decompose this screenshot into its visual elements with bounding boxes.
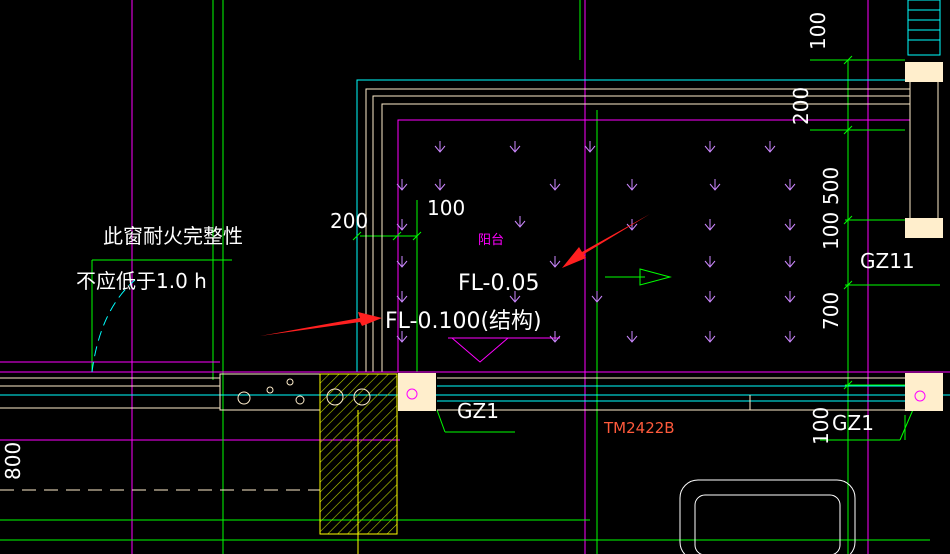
dim-800-left: 800 — [1, 442, 25, 480]
dim-500-right: 500 — [819, 167, 843, 205]
dim-100-top: 100 — [427, 196, 465, 220]
window-swing-arc — [91, 279, 136, 373]
dim-100-right-bottom: 100 — [809, 407, 833, 445]
column-tag-gz11: GZ11 — [860, 249, 915, 273]
dim-700-right: 700 — [819, 292, 843, 330]
gz1-column-right — [905, 373, 943, 411]
gz1-column-left — [398, 373, 436, 411]
dim-100-right-top: 100 — [806, 12, 830, 50]
dim-200-left: 200 — [330, 209, 368, 233]
floor-drain-icons — [396, 141, 796, 343]
column-tag-gz1-left: GZ1 — [457, 399, 499, 423]
column-top-right — [905, 0, 943, 238]
masonry-wall — [219, 373, 321, 411]
fire-note-line1: 此窗耐火完整性 — [103, 224, 243, 248]
fire-note-line2: 不应低于1.0 h — [76, 269, 207, 293]
concrete-column-hatch — [319, 373, 398, 554]
dim-200-right: 200 — [789, 87, 813, 125]
dimension-ticks — [352, 55, 853, 390]
pointer-arrow-to-fl-struct — [260, 312, 382, 336]
dim-100-right-mid: 100 — [819, 212, 843, 250]
arrow-right-icon — [605, 268, 672, 286]
pointer-arrow-to-fl-finish — [562, 214, 650, 268]
room-name: 阳台 — [478, 233, 504, 248]
column-tag-gz1-right: GZ1 — [832, 411, 874, 435]
red-pointer-arrows — [260, 214, 650, 336]
level-struct-label: FL-0.100(结构) — [385, 309, 542, 334]
balcony-outline — [356, 79, 910, 372]
door-tag: TM2422B — [603, 419, 675, 437]
level-triangle-marker — [448, 337, 560, 363]
furniture-outline — [679, 479, 856, 554]
floor-edge-lines — [0, 361, 950, 491]
level-finish-label: FL-0.05 — [458, 271, 539, 296]
